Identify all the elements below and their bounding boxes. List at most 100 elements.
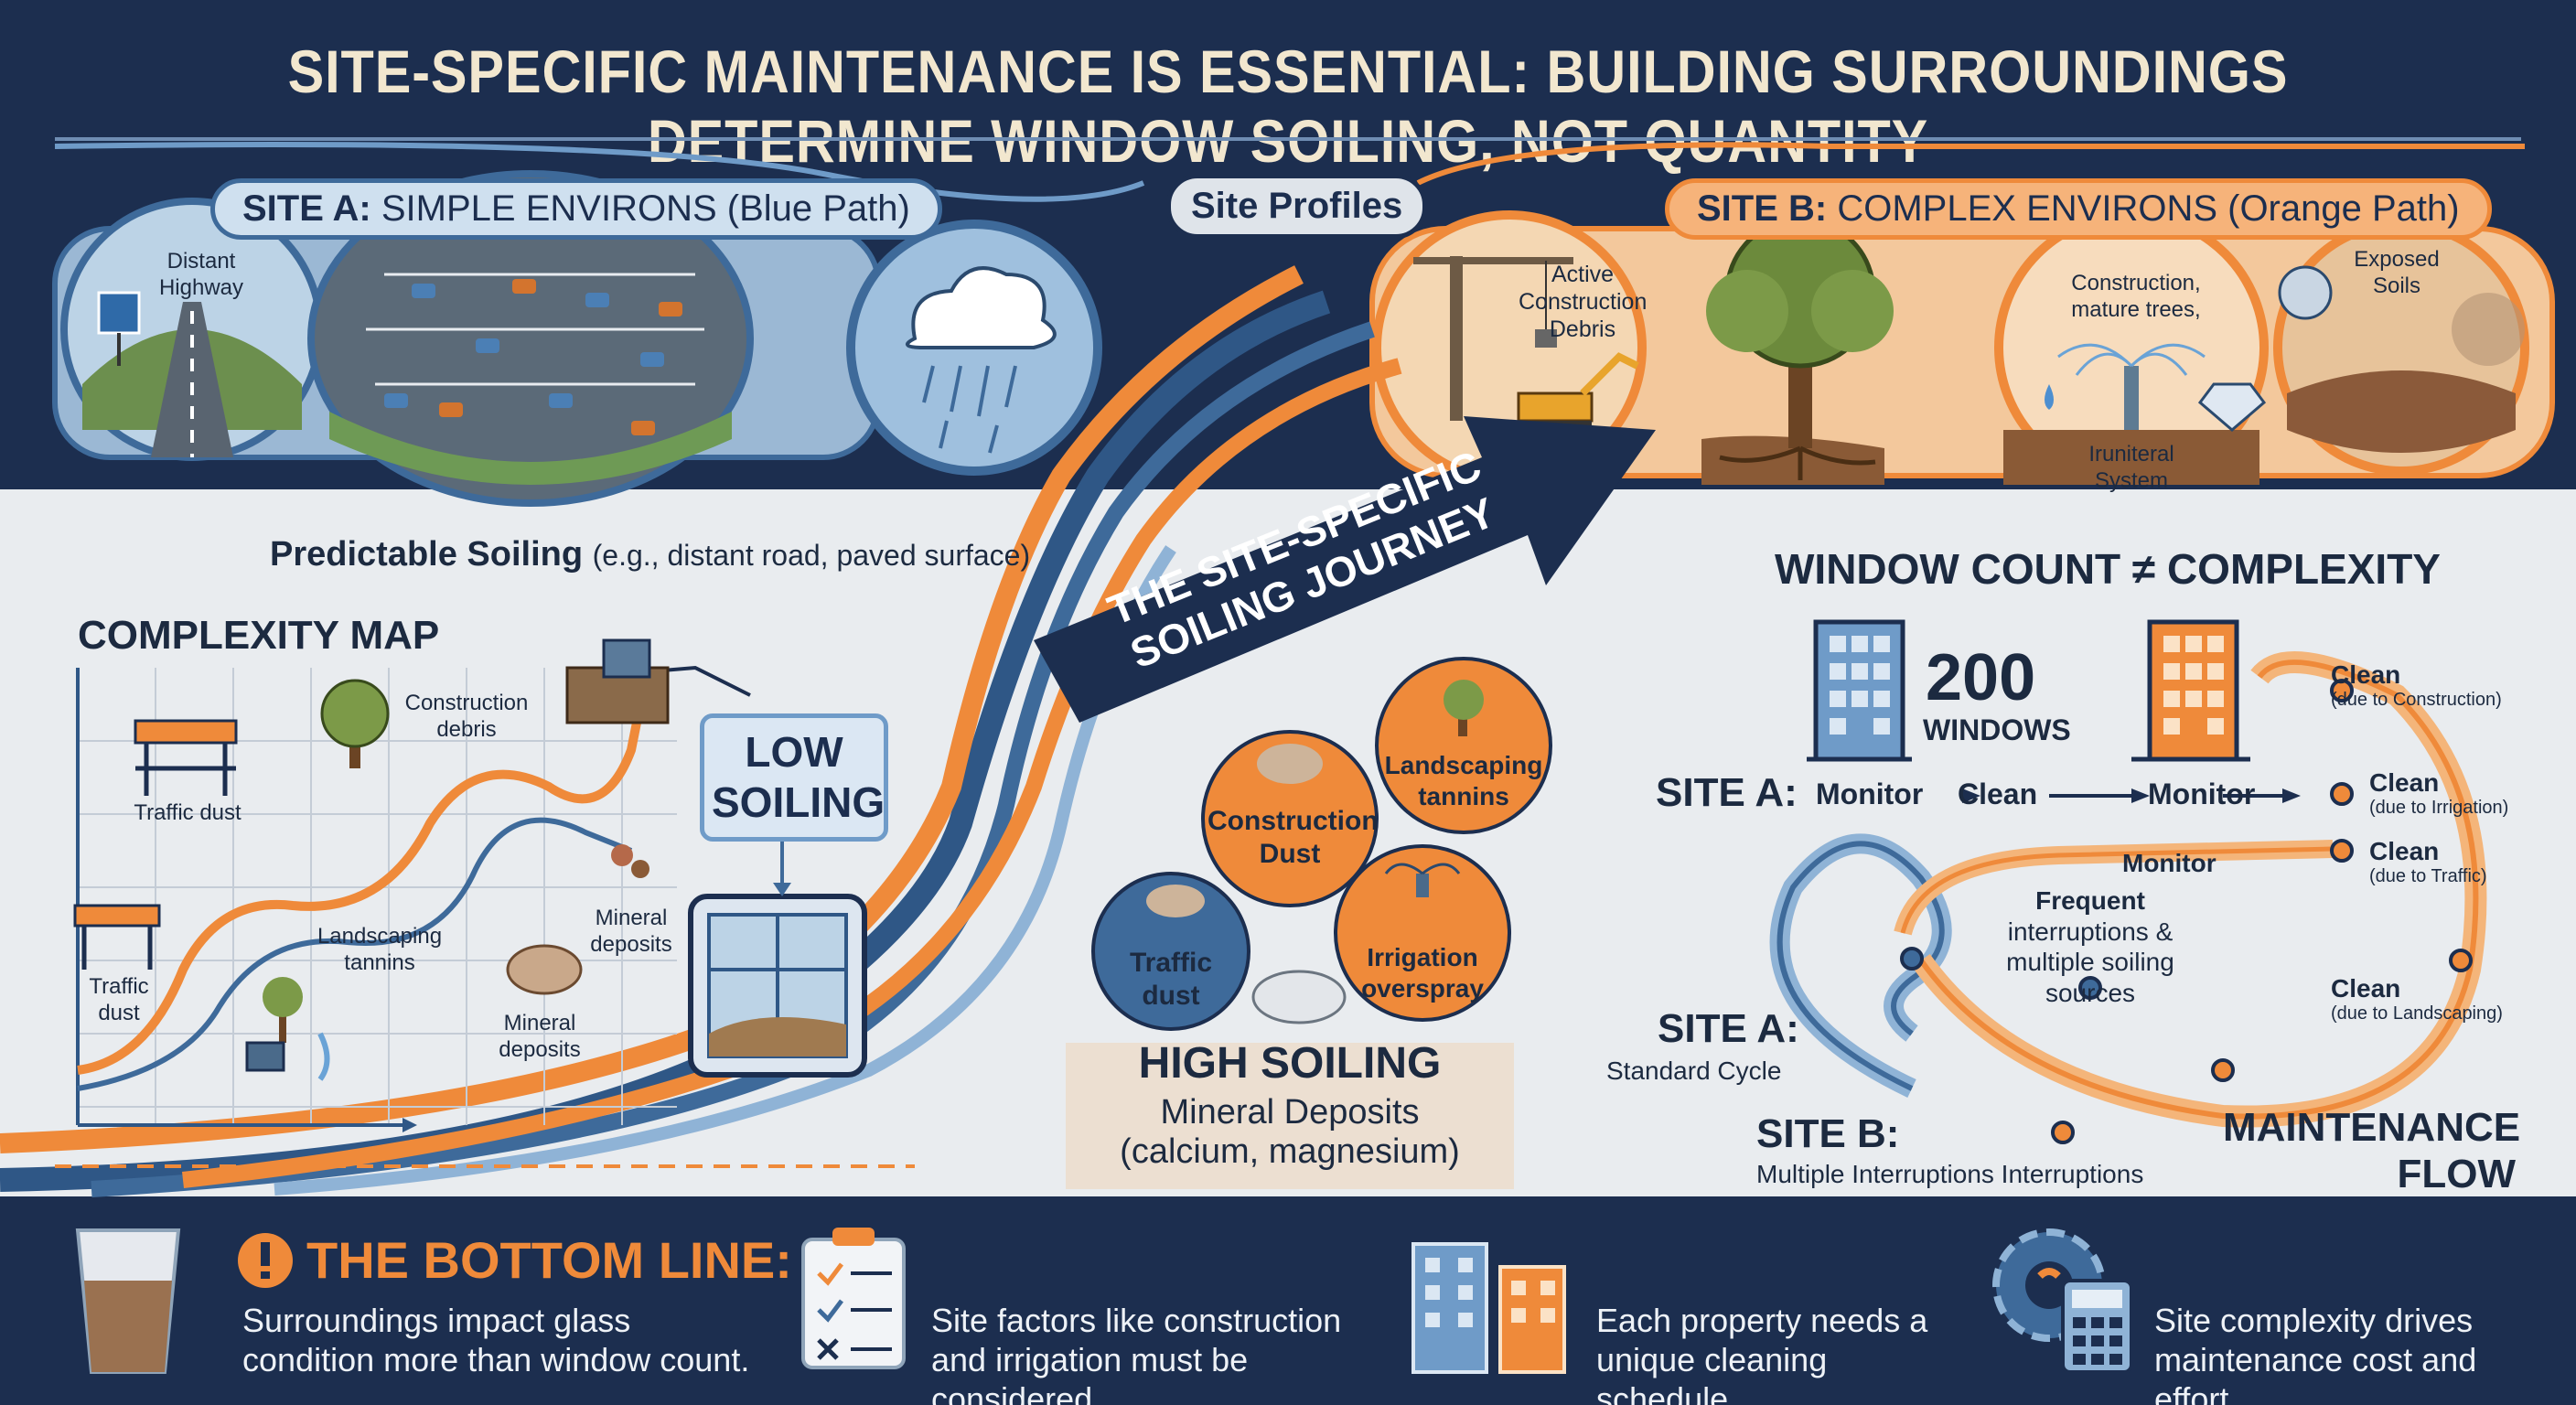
- checklist-icon: [801, 1228, 906, 1369]
- mineral-rocks-icon: [611, 844, 649, 878]
- distant-highway-label: Distant Highway: [158, 249, 244, 300]
- buildings-pair-icon: [1411, 1242, 1566, 1374]
- window-count-unit: WINDOWS: [1923, 713, 2071, 746]
- irrigation-system-label: Iruniteral System: [2088, 442, 2174, 493]
- window-count-title: WINDOW COUNT ≠ COMPLEXITY: [1775, 545, 2441, 593]
- warning-icon: [238, 1233, 293, 1288]
- map-label-landscaping-tannins: Landscaping tannins: [317, 924, 443, 975]
- rain-cloud-icon: [846, 220, 1102, 476]
- traffic-dust-circle: [1091, 872, 1250, 1031]
- site-a-header: SITE A: SIMPLE ENVIRONS (Blue Path): [210, 178, 942, 240]
- complexity-map-title: COMPLEXITY MAP: [78, 613, 440, 658]
- construction-debris-icon: [565, 638, 670, 724]
- flow-nodes: [1900, 679, 2473, 1144]
- flow-lines: [2049, 794, 2287, 798]
- site-a-panel: [52, 170, 1102, 507]
- map-label-traffic-dust-1: Traffic dust: [134, 800, 242, 825]
- irrigation-scene: [1994, 210, 2269, 485]
- barrier-icon-2: [73, 904, 161, 970]
- clean-traffic: Clean (due to Traffic): [2369, 837, 2487, 887]
- landscaping-tannins-label: Landscaping tannins: [1384, 751, 1543, 810]
- frequent-rest: interruptions & multiple soiling sources: [2006, 917, 2174, 1007]
- bottom-line-item-3: Each property needs a unique cleaning sc…: [1596, 1302, 1928, 1405]
- orange-header-arc: [1416, 142, 2525, 186]
- clean-irrigation-note: (due to Irrigation): [2369, 798, 2509, 818]
- high-soiling-glow: [1066, 1043, 1514, 1189]
- site-a-header-text: SIMPLE ENVIRONS (Blue Path): [381, 188, 910, 229]
- site-b-panel: [1369, 210, 2555, 485]
- mature-tree-icon: [1701, 217, 1894, 485]
- maintenance-flow-title: MAINTENANCE FLOW: [2223, 1105, 2521, 1196]
- high-soiling-title: HIGH SOILING: [1138, 1039, 1442, 1088]
- clean-landscaping-label: Clean: [2331, 974, 2401, 1003]
- tree-icon-map: [320, 679, 390, 768]
- title-rule: [55, 137, 2521, 141]
- high-soiling-line-2: (calcium, magnesium): [1120, 1132, 1460, 1171]
- tree-icon-map-2: [263, 977, 303, 1043]
- clean-traffic-note: (due to Traffic): [2369, 866, 2487, 886]
- site-profiles-pill: Site Profiles: [1166, 174, 1428, 239]
- clean-traffic-label: Clean: [2369, 837, 2440, 865]
- clean-construction-note: (due to Construction): [2331, 690, 2502, 710]
- site-b-header: SITE B: COMPLEX ENVIRONS (Orange Path): [1665, 178, 2492, 240]
- window-icon: [688, 894, 867, 1078]
- site-b-prefix: SITE B:: [1697, 188, 1828, 229]
- orange-building-icon: [2131, 619, 2250, 762]
- flow-site-a-cycle-label: SITE A:: [1658, 1006, 1799, 1051]
- bottom-line-item-4: Site complexity drives maintenance cost …: [2154, 1302, 2477, 1405]
- flow-monitor-1: Monitor: [1816, 778, 1924, 810]
- predictable-soiling-caption: Predictable Soiling (e.g., distant road,…: [270, 535, 1030, 574]
- clean-landscaping: Clean (due to Landscaping): [2331, 974, 2503, 1024]
- mineral-deposit-icon-1: [506, 944, 583, 995]
- traffic-dust-label: Traffic dust: [1129, 948, 1213, 1011]
- bottom-line-item-2: Site factors like construction and irrig…: [931, 1302, 1342, 1405]
- bottom-band: [0, 1196, 2576, 1405]
- frequent-interruptions-note: Frequent interruptions & multiple soilin…: [1980, 885, 2200, 1008]
- site-a-prefix: SITE A:: [242, 188, 371, 229]
- highway-scene: [60, 198, 324, 461]
- map-label-mineral-deposits-1: Mineral deposits: [590, 906, 672, 957]
- map-label-construction-debris: Construction debris: [404, 691, 529, 742]
- site-b-header-text: COMPLEX ENVIRONS (Orange Path): [1837, 188, 2460, 229]
- bottom-line-title: THE BOTTOM LINE:: [306, 1231, 792, 1289]
- construction-dust-label: Construction Dust: [1208, 806, 1379, 869]
- clean-irrigation-label: Clean: [2369, 768, 2440, 797]
- frequent-bold: Frequent: [2035, 886, 2145, 915]
- predictable-soiling-rest: (e.g., distant road, paved surface): [592, 539, 1031, 572]
- flow-site-b-label: SITE B:: [1756, 1111, 1900, 1156]
- map-label-mineral-deposits-2: Mineral deposits: [499, 1011, 581, 1062]
- gear-calculator-icon: [1992, 1228, 2133, 1374]
- exposed-soils-label: Exposed Soils: [2354, 247, 2440, 298]
- page-title: SITE-SPECIFIC MAINTENANCE IS ESSENTIAL: …: [287, 38, 2289, 175]
- flow-site-b-cycle: Multiple Interruptions Interruptions: [1756, 1160, 2144, 1188]
- complexity-map-grid: [77, 668, 677, 1125]
- parking-lot-scene: [307, 170, 754, 507]
- map-label-traffic-dust-2: Traffic dust: [89, 974, 149, 1025]
- window-count-number: 200: [1926, 641, 2036, 714]
- blue-header-arc: [54, 142, 1145, 202]
- clean-landscaping-note: (due to Landscaping): [2331, 1003, 2503, 1024]
- construction-debris-label: Active Construction Debris: [1519, 262, 1648, 342]
- journey-arrow: [1034, 416, 1656, 723]
- construction-scene: [1372, 210, 1647, 485]
- predictable-soiling-bold: Predictable Soiling: [270, 535, 584, 574]
- irrigation-overspray-circle: [1334, 844, 1511, 1022]
- complexity-map-lines: [76, 665, 751, 1132]
- bottom-line-item-1: Surroundings impact glass condition more…: [242, 1302, 750, 1379]
- construction-trees-label: Construction, mature trees,: [2071, 271, 2201, 322]
- maintenance-flow-loops: [1769, 651, 2487, 1128]
- flow-monitor-3: Monitor: [2122, 849, 2216, 877]
- dust-pile-icon: [1251, 970, 1347, 1024]
- barrier-icon-1: [134, 719, 238, 796]
- dirty-glass-icon: [75, 1228, 181, 1374]
- exposed-soils-scene: [2273, 220, 2529, 476]
- high-soiling-line-1: Mineral Deposits: [1160, 1093, 1420, 1132]
- flow-clean-1: Clean: [1958, 778, 2038, 810]
- flow-monitor-2: Monitor: [2148, 778, 2256, 810]
- irrigation-overspray-label: Irrigation overspray: [1361, 943, 1484, 1003]
- clean-irrigation: Clean (due to Irrigation): [2369, 768, 2508, 819]
- landscaping-tannins-circle: [1375, 657, 1552, 834]
- clean-construction-label: Clean: [2331, 660, 2401, 689]
